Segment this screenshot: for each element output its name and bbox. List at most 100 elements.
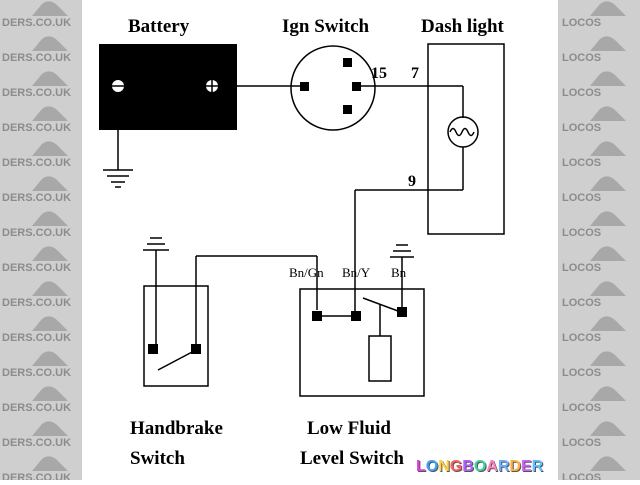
- watermark-logo-icon: [590, 141, 626, 156]
- watermark-logo-icon: [590, 106, 626, 121]
- watermark-row: DERS.CO.UK: [0, 280, 82, 315]
- watermark-text: LOCOS: [562, 332, 602, 344]
- watermark-logo-icon: [32, 106, 68, 121]
- watermark-text: DERS.CO.UK: [2, 192, 72, 204]
- watermark-text: LOCOS: [562, 227, 602, 239]
- watermark-row: DERS.CO.UK: [0, 0, 82, 35]
- lowfluid-contact-bngn: [312, 311, 322, 321]
- wiring-diagram-svg: Battery Ign Switch Dash light: [99, 16, 505, 469]
- watermark-logo-icon: [32, 316, 68, 331]
- watermark-row: DERS.CO.UK: [0, 420, 82, 455]
- watermark-logo-icon: [32, 281, 68, 296]
- watermark-logo-icon: [32, 211, 68, 226]
- watermark-text: DERS.CO.UK: [2, 87, 72, 99]
- terminal-15-label: 15: [371, 65, 387, 82]
- watermark-row: LOCOS: [558, 0, 640, 35]
- watermark-logo-icon: [32, 36, 68, 51]
- signature-letter: B: [462, 458, 474, 475]
- watermark-logo-icon: [32, 456, 68, 471]
- watermark-row: DERS.CO.UK: [0, 385, 82, 420]
- watermark-logo-icon: [32, 176, 68, 191]
- watermark-strip-left: DERS.CO.UK DERS.CO.UK DERS.CO.UK DERS.CO.UK…: [0, 0, 82, 480]
- signature-letter: G: [449, 458, 463, 475]
- watermark-text: LOCOS: [562, 192, 602, 204]
- signature-longboarder: LONGBOARDER: [416, 458, 558, 480]
- watermark-text: LOCOS: [562, 52, 602, 64]
- watermark-logo-icon: [32, 351, 68, 366]
- terminal-7-label: 7: [411, 65, 419, 82]
- watermark-logo-icon: [590, 351, 626, 366]
- watermark-text: LOCOS: [562, 437, 602, 449]
- watermark-logo-icon: [590, 421, 626, 436]
- watermark-row: DERS.CO.UK: [0, 245, 82, 280]
- watermark-text: DERS.CO.UK: [2, 262, 72, 274]
- watermark-row: DERS.CO.UK: [0, 455, 82, 480]
- watermark-logo-icon: [32, 71, 68, 86]
- ign-switch-contact-right: [352, 82, 361, 91]
- watermark-logo-icon: [590, 211, 626, 226]
- watermark-row: LOCOS: [558, 280, 640, 315]
- watermark-row: LOCOS: [558, 35, 640, 70]
- ign-switch-contact-top: [343, 58, 352, 67]
- watermark-logo-icon: [590, 1, 626, 16]
- ign-switch-label: Ign Switch: [282, 16, 370, 37]
- watermark-logo-icon: [32, 1, 68, 16]
- signature-letter: N: [438, 458, 450, 475]
- float-icon: [368, 335, 392, 382]
- signature-letter: L: [416, 458, 426, 475]
- watermark-text: DERS.CO.UK: [2, 437, 72, 449]
- watermark-row: DERS.CO.UK: [0, 140, 82, 175]
- lowfluid-label-line2: Level Switch: [300, 448, 404, 469]
- watermark-logo-icon: [32, 141, 68, 156]
- watermark-text: LOCOS: [562, 157, 602, 169]
- watermark-logo-icon: [590, 246, 626, 261]
- dash-light-label: Dash light: [421, 16, 505, 37]
- watermark-text: LOCOS: [562, 262, 602, 274]
- watermark-text: LOCOS: [562, 367, 602, 379]
- watermark-row: LOCOS: [558, 140, 640, 175]
- signature-letter: A: [486, 458, 498, 475]
- dash-light-housing: [427, 43, 505, 235]
- watermark-logo-icon: [32, 246, 68, 261]
- signature-letter: R: [497, 458, 510, 475]
- watermark-strip-right: LOCOS LOCOS LOCOS LOCOS LOCOS LOCOS LOCOS LOCOS…: [558, 0, 640, 480]
- watermark-text: DERS.CO.UK: [2, 17, 72, 29]
- watermark-text: DERS.CO.UK: [2, 402, 72, 414]
- watermark-logo-icon: [32, 386, 68, 401]
- watermark-row: LOCOS: [558, 105, 640, 140]
- watermark-logo-icon: [32, 421, 68, 436]
- watermark-text: DERS.CO.UK: [2, 157, 72, 169]
- handbrake-switch-body: [143, 285, 209, 387]
- signature-letter: D: [509, 458, 521, 475]
- ign-switch-contact-bottom: [343, 105, 352, 114]
- watermark-row: LOCOS: [558, 245, 640, 280]
- battery-label: Battery: [128, 16, 190, 37]
- bulb-filament: [449, 127, 475, 137]
- wiring-diagram: Battery Ign Switch Dash light: [82, 0, 558, 480]
- watermark-logo-icon: [590, 71, 626, 86]
- watermark-row: LOCOS: [558, 385, 640, 420]
- watermark-text: LOCOS: [562, 17, 602, 29]
- watermark-row: DERS.CO.UK: [0, 350, 82, 385]
- watermark-row: LOCOS: [558, 420, 640, 455]
- watermark-text: DERS.CO.UK: [2, 122, 72, 134]
- watermark-logo-icon: [590, 456, 626, 471]
- watermark-logo-icon: [590, 386, 626, 401]
- handbrake-label-line1: Handbrake: [130, 418, 223, 439]
- watermark-text: DERS.CO.UK: [2, 227, 72, 239]
- watermark-text: DERS.CO.UK: [2, 472, 72, 480]
- wire-label-bn-gn: Bn/Gn: [289, 265, 324, 280]
- watermark-row: LOCOS: [558, 350, 640, 385]
- signature-letter: R: [531, 458, 544, 475]
- watermark-row: DERS.CO.UK: [0, 35, 82, 70]
- watermark-row: DERS.CO.UK: [0, 175, 82, 210]
- signature-letter: O: [473, 458, 487, 475]
- ign-switch-body: [290, 45, 376, 131]
- watermark-row: LOCOS: [558, 315, 640, 350]
- watermark-text: DERS.CO.UK: [2, 297, 72, 309]
- ign-switch-contact-left: [300, 82, 309, 91]
- watermark-text: DERS.CO.UK: [2, 332, 72, 344]
- wire-label-bn: Bn: [391, 265, 407, 280]
- watermark-text: DERS.CO.UK: [2, 52, 72, 64]
